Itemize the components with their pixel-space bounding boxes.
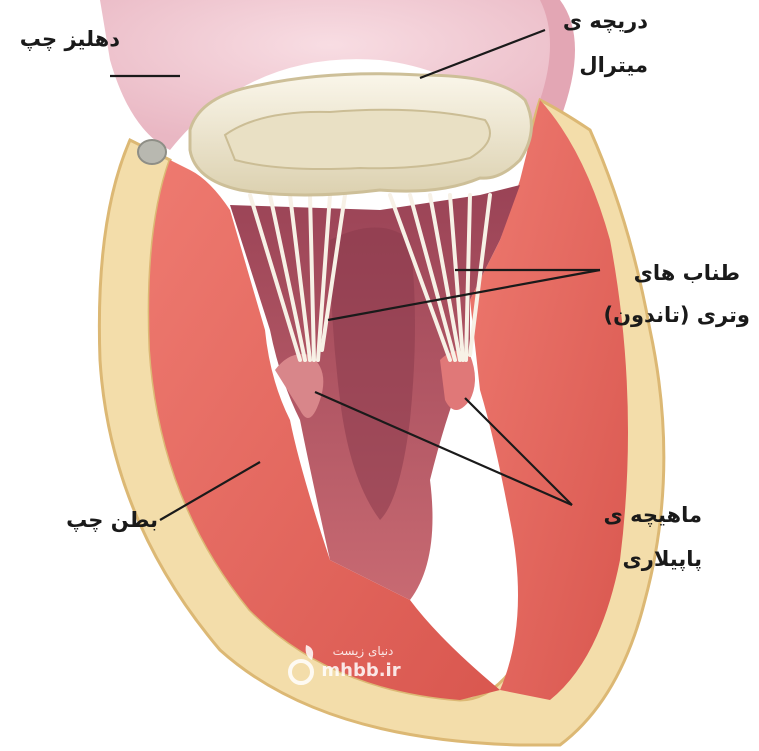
label-mitral-valve-line2: میترال [548, 48, 648, 82]
label-papillary-line2: پاپیلاری [582, 542, 702, 576]
mitral-valve-opening [225, 110, 490, 169]
label-chordae-line1: طناب های [600, 256, 740, 290]
coronary-vessel [138, 140, 166, 164]
label-left-ventricle: بطن چپ [48, 503, 158, 537]
label-mitral-valve-line1: دریچه ی [548, 4, 648, 38]
watermark-site: mhbb.ir [316, 660, 406, 681]
label-left-atrium: دهلیز چپ [10, 22, 120, 56]
watermark-name: دنیای زیست [318, 644, 408, 658]
label-papillary-line1: ماهیچه ی [582, 498, 702, 532]
label-chordae-line2: وتری (تاندون) [590, 298, 750, 332]
